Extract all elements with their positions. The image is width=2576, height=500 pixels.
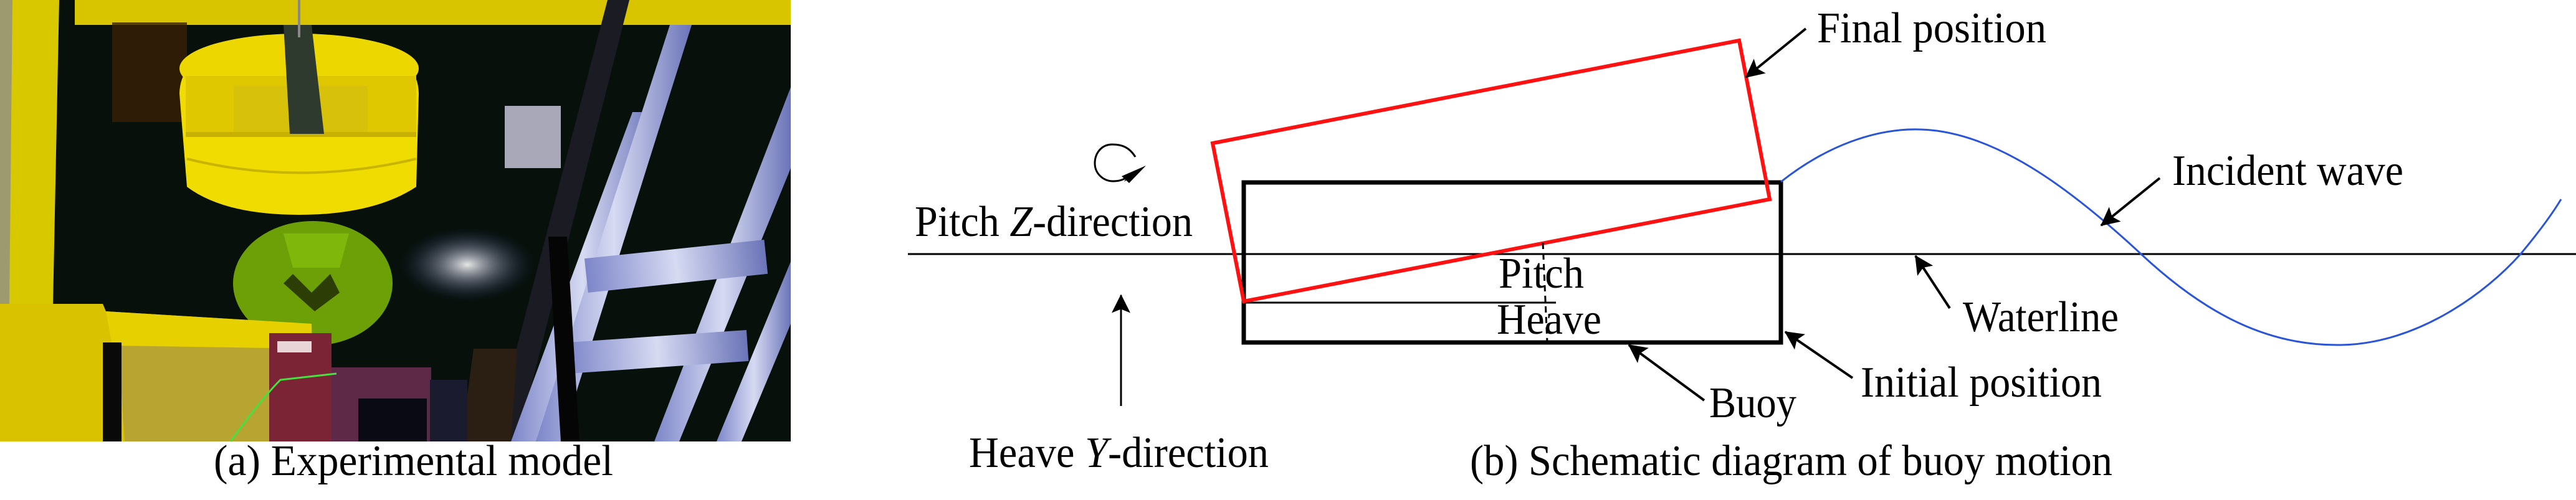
incident-wave-label: Incident wave	[2172, 147, 2403, 195]
pitch-direction-axis: Z	[1009, 198, 1033, 246]
waterline-label: Waterline	[1963, 293, 2119, 341]
heave-direction-suffix: -direction	[1108, 429, 1269, 477]
heave-direction-axis: Y	[1085, 429, 1112, 477]
final-position-label: Final position	[1817, 4, 2046, 52]
incident-wave	[1780, 128, 2562, 346]
initial-position-arrow	[1784, 331, 1854, 379]
heave-direction-label: Heave Y-direction	[969, 429, 1269, 477]
pitch-heave-dimension	[1542, 242, 1548, 343]
pitch-direction-prefix: Pitch	[915, 198, 1009, 246]
pitch-direction-label: Pitch Z-direction	[915, 198, 1193, 246]
rotation-arrow-icon	[1094, 143, 1146, 183]
buoy-motion-schematic: Pitch Z-direction Heave Y-direction Pitc…	[908, 4, 2576, 477]
pitch-label: Pitch	[1499, 250, 1584, 298]
final-position-box	[1210, 38, 1772, 304]
final-position-arrow	[1745, 27, 1807, 78]
initial-position-box	[1241, 180, 1783, 345]
pitch-direction-suffix: -direction	[1033, 198, 1193, 246]
heave-label: Heave	[1497, 296, 1601, 344]
experimental-model-photo	[0, 0, 791, 441]
buoy-arrow	[1628, 344, 1705, 402]
waterline-arrow	[1914, 255, 1951, 309]
incident-wave-arrow	[2100, 177, 2161, 227]
caption-a: (a) Experimental model	[214, 437, 613, 485]
caption-b: (b) Schematic diagram of buoy motion	[1470, 437, 2112, 485]
heave-direction-prefix: Heave	[969, 429, 1085, 477]
buoy-label: Buoy	[1709, 379, 1796, 427]
initial-position-label: Initial position	[1861, 359, 2102, 407]
